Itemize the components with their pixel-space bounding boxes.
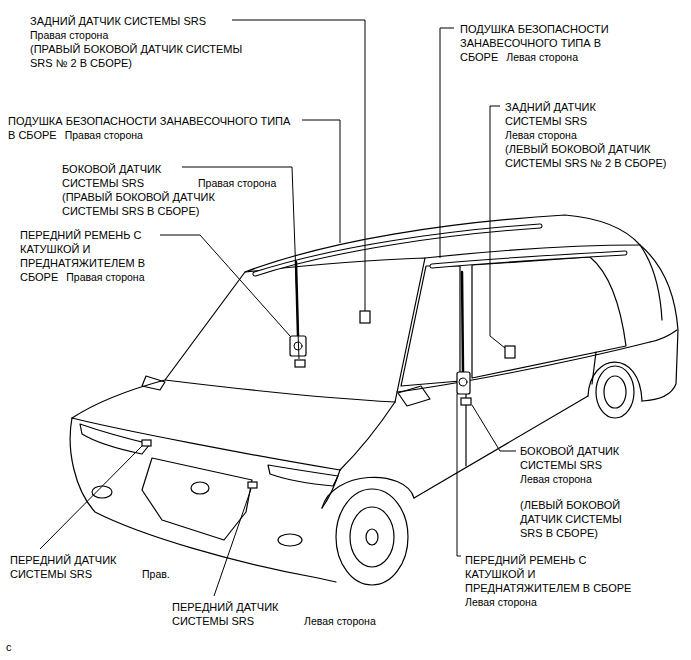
rear-wheel [596,366,634,418]
label-group: БОКОВОЙ ДАТЧИК СИСТЕМЫ SRSЛевая сторона (… [520,444,636,540]
side-note: Левая сторона [505,128,680,142]
front-sensor [248,482,257,488]
rear-side-window [472,257,626,378]
rear-glass-edge [640,245,662,320]
part-name: ЗАДНИЙ ДАТЧИК СИСТЕМЫ SRS [30,14,262,28]
part-name: ЗАДНИЙ ДАТЧИК СИСТЕМЫ SRS [505,100,615,128]
side-sensor [295,360,305,367]
leader-line [490,106,505,348]
tail-light [650,330,677,342]
rear-wheel-rim [604,376,626,408]
belt-retractor [459,378,467,386]
side-sensor [461,398,471,405]
side-mirror [142,376,165,390]
curtain-airbag [432,253,625,266]
side-note: Левая сторона [304,615,376,627]
seat-belt [462,272,463,372]
car-body [72,215,678,418]
part-name: (ЛЕВЫЙ БОКОВОЙ ДАТЧИК СИСТЕМЫ SRS В СБОР… [520,498,630,540]
side-note: Левая сторона [465,595,641,609]
side-note: Правая сторона [30,28,262,42]
front-wheel-hub [366,529,378,545]
side-note: Левая сторона [506,51,578,63]
rear-sensor [360,311,370,323]
leader-line [160,235,290,336]
rear-sensor [505,346,515,358]
windshield-top [245,258,425,402]
label-group: c [6,640,12,654]
side-note: Прав. [142,568,170,580]
leader-line [457,394,461,556]
part-name: ПЕРЕДНИЙ ДАТЧИК СИСТЕМЫ SRS [10,553,134,581]
front-wheel-rim [350,507,394,567]
grille [142,458,252,540]
car-outline [70,215,678,585]
leader-line [440,28,454,258]
hood-front-edge [72,418,340,470]
belt-retractor [457,372,470,394]
label-group: ПЕРЕДНИЙ РЕМЕНЬ С КАТУШКОЙ И ПРЕДНАТЯЖИТ… [20,228,170,284]
part-name: (ПРАВЫЙ БОКОВОЙ ДАТЧИК СИСТЕМЫ SRS В СБО… [62,190,242,218]
side-note: Правая сторона [198,177,276,189]
leader-line [472,405,516,451]
part-name: ПОДУШКА БЕЗОПАСНОСТИ ЗАНАВЕСОЧНОГО ТИПА … [8,115,290,141]
fog-light [92,486,112,498]
part-name: ПЕРЕДНИЙ ДАТЧИК СИСТЕМЫ SRS [172,600,296,628]
side-note: Правая сторона [66,271,144,283]
fog-light [278,534,302,546]
part-name: (ПРАВЫЙ БОКОВОЙ ДАТЧИК СИСТЕМЫ SRS № 2 В… [30,42,262,70]
leader-lines [40,20,516,596]
headlight [268,465,338,486]
label-group: ПЕРЕДНИЙ ДАТЧИК СИСТЕМЫ SRS Прав. [10,553,170,581]
label-group: ПЕРЕДНИЙ ДАТЧИК СИСТЕМЫ SRS Левая сторона [172,600,376,628]
label-group: ПЕРЕДНИЙ РЕМЕНЬ С КАТУШКОЙ И ПРЕДНАТЯЖИТ… [465,553,641,609]
label-group: ЗАДНИЙ ДАТЧИК СИСТЕМЫ SRSПравая сторона(… [30,14,262,70]
label-group: ЗАДНИЙ ДАТЧИК СИСТЕМЫ SRSЛевая сторона(Л… [505,100,680,170]
part-name: ПЕРЕДНИЙ РЕМЕНЬ С КАТУШКОЙ И ПРЕДНАТЯЖИТ… [465,554,631,594]
headlight [80,424,150,454]
cowl-line [165,380,395,402]
leader-line [40,446,142,549]
front-side-window [401,266,460,386]
label-group: ПОДУШКА БЕЗОПАСНОСТИ ЗАНАВЕСОЧНОГО ТИПА … [8,114,293,142]
part-name: c [6,641,12,653]
label-group: БОКОВОЙ ДАТЧИК СИСТЕМЫ SRS Правая сторона… [62,162,276,218]
leader-line [214,489,251,596]
curtain-airbag [255,226,540,274]
part-name: (ЛЕВЫЙ БОКОВОЙ ДАТЧИК СИСТЕМЫ SRS № 2 В … [505,142,680,170]
part-name: БОКОВОЙ ДАТЧИК СИСТЕМЫ SRS [62,162,192,190]
leader-line [302,120,340,243]
side-mirror [398,386,430,406]
curtain-airbag [432,253,625,266]
side-note: Правая сторона [65,129,143,141]
emblem [191,482,209,494]
label-group: ПОДУШКА БЕЗОПАСНОСТИ ЗАНАВЕСОЧНОГО ТИПА … [460,22,638,64]
door-line [592,352,596,384]
front-wheel [336,489,408,585]
leader-line [232,20,365,311]
curtain-airbag [255,226,540,274]
part-name: БОКОВОЙ ДАТЧИК СИСТЕМЫ SRS [520,444,636,472]
front-sensor [142,440,151,446]
side-note: Левая сторона [520,472,636,486]
fender-top [340,402,395,470]
